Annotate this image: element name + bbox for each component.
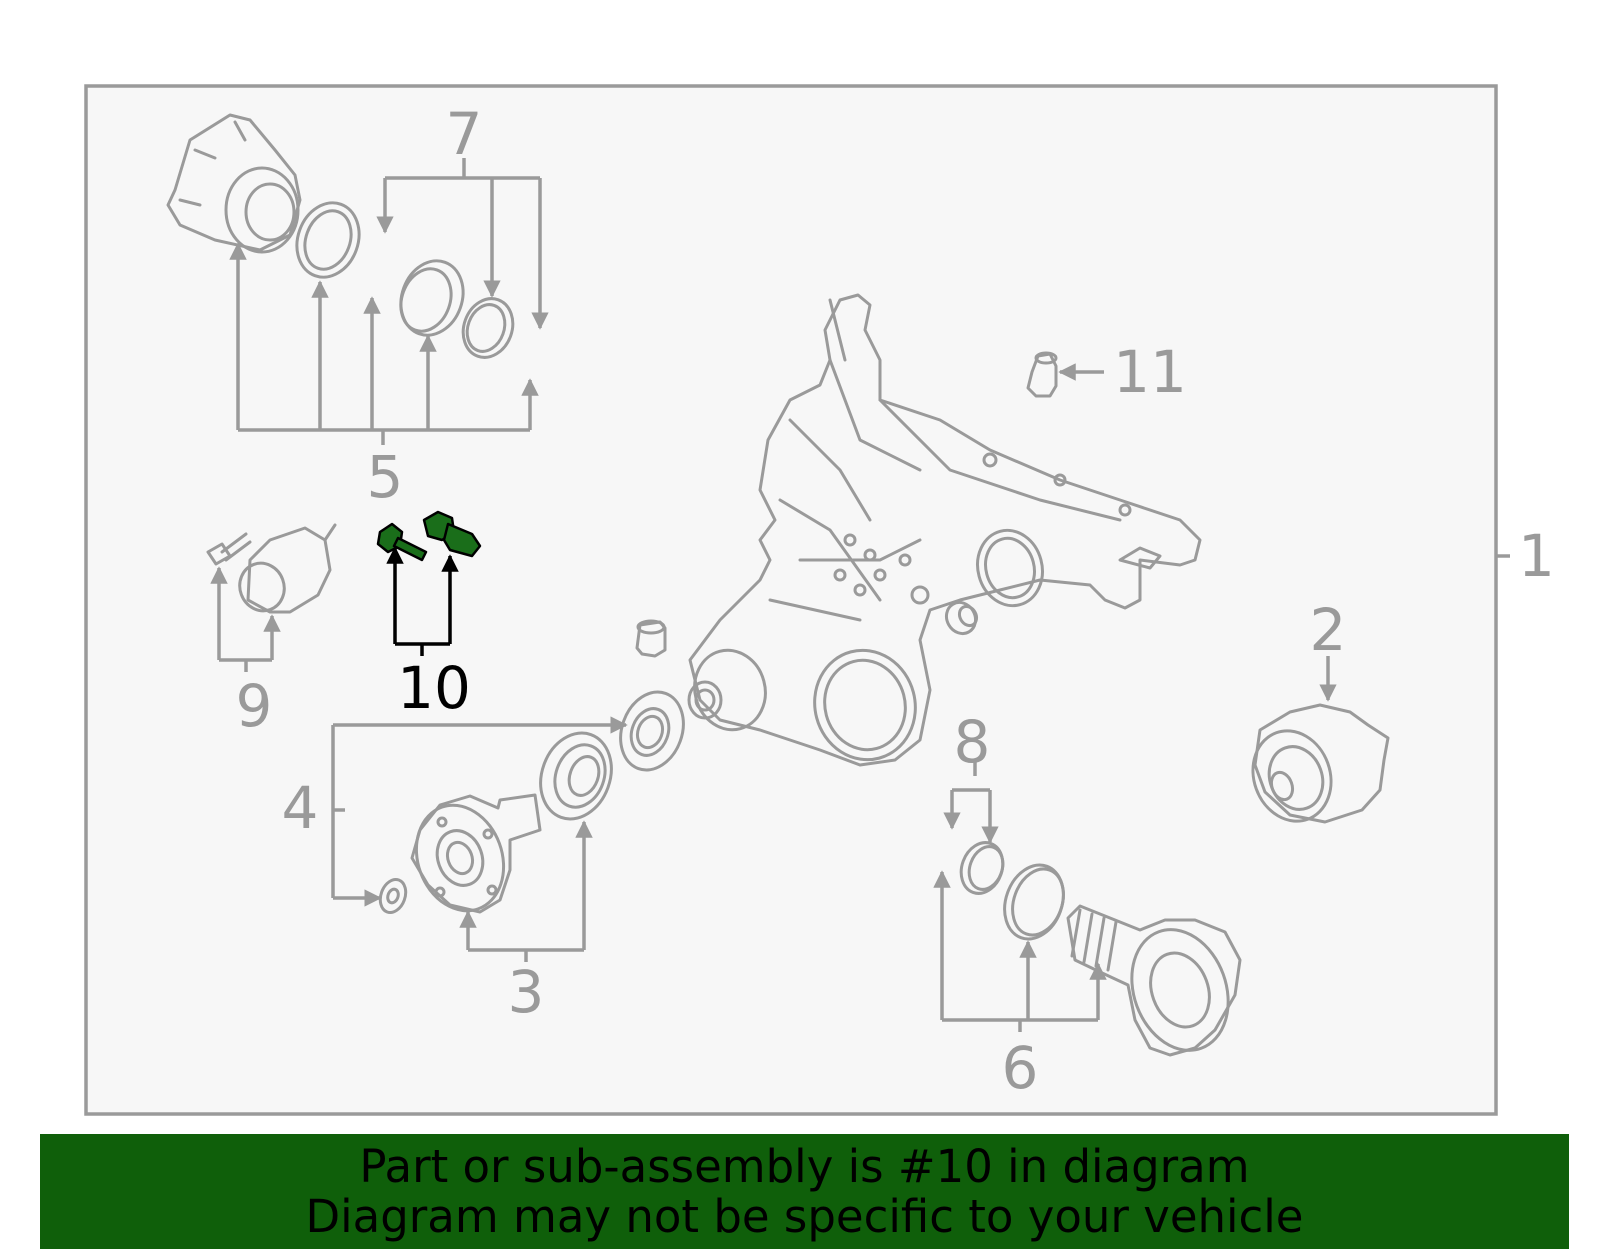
- callout-6: 6: [1002, 1034, 1039, 1102]
- bearing-ring-part: [399, 259, 465, 337]
- callout-11: 11: [1113, 338, 1187, 406]
- vent-plug-part: [1026, 351, 1058, 398]
- banner-line-2: Diagram may not be specific to your vehi…: [305, 1189, 1304, 1243]
- callout-9: 9: [236, 672, 273, 740]
- leader-9: [210, 566, 281, 672]
- callout-3: 3: [508, 958, 545, 1026]
- callout-2: 2: [1310, 596, 1347, 664]
- differential-housing-part: [687, 293, 1202, 767]
- callout-8: 8: [954, 708, 991, 776]
- leader-10: [386, 546, 459, 656]
- callout-5: 5: [367, 443, 404, 511]
- housing-cover-part: [166, 113, 302, 254]
- leader-8: [943, 762, 999, 844]
- seal-right-part: [1003, 863, 1065, 941]
- leader-4: [331, 716, 628, 907]
- right-mount-part: [1251, 703, 1390, 824]
- leader-3: [459, 820, 593, 962]
- callout-1: 1: [1518, 522, 1555, 590]
- leader-6: [933, 870, 1107, 1032]
- seal-ring-part: [295, 201, 361, 279]
- output-shaft-flange-part: [1066, 904, 1242, 1057]
- highlighted-bolt-small: [376, 522, 428, 562]
- callout-4: 4: [282, 774, 319, 842]
- highlighted-bolt-large: [422, 510, 482, 558]
- drive-flange-part: [410, 793, 542, 914]
- mount-bushing-part: [238, 523, 337, 614]
- small-bushing-part: [635, 619, 667, 658]
- tapered-bearing-part: [539, 731, 613, 821]
- leader-5: [229, 242, 539, 445]
- info-banner: Part or sub-assembly is #10 in diagram D…: [40, 1134, 1569, 1249]
- small-ring-part: [461, 297, 515, 359]
- small-plug-part: [944, 600, 979, 636]
- mount-bolt-part: [206, 532, 252, 566]
- leader-7: [376, 158, 549, 330]
- banner-line-1: Part or sub-assembly is #10 in diagram: [359, 1139, 1250, 1193]
- seal-ring-center-part: [619, 690, 685, 772]
- callout-7: 7: [446, 100, 483, 168]
- callout-10: 10: [397, 654, 471, 722]
